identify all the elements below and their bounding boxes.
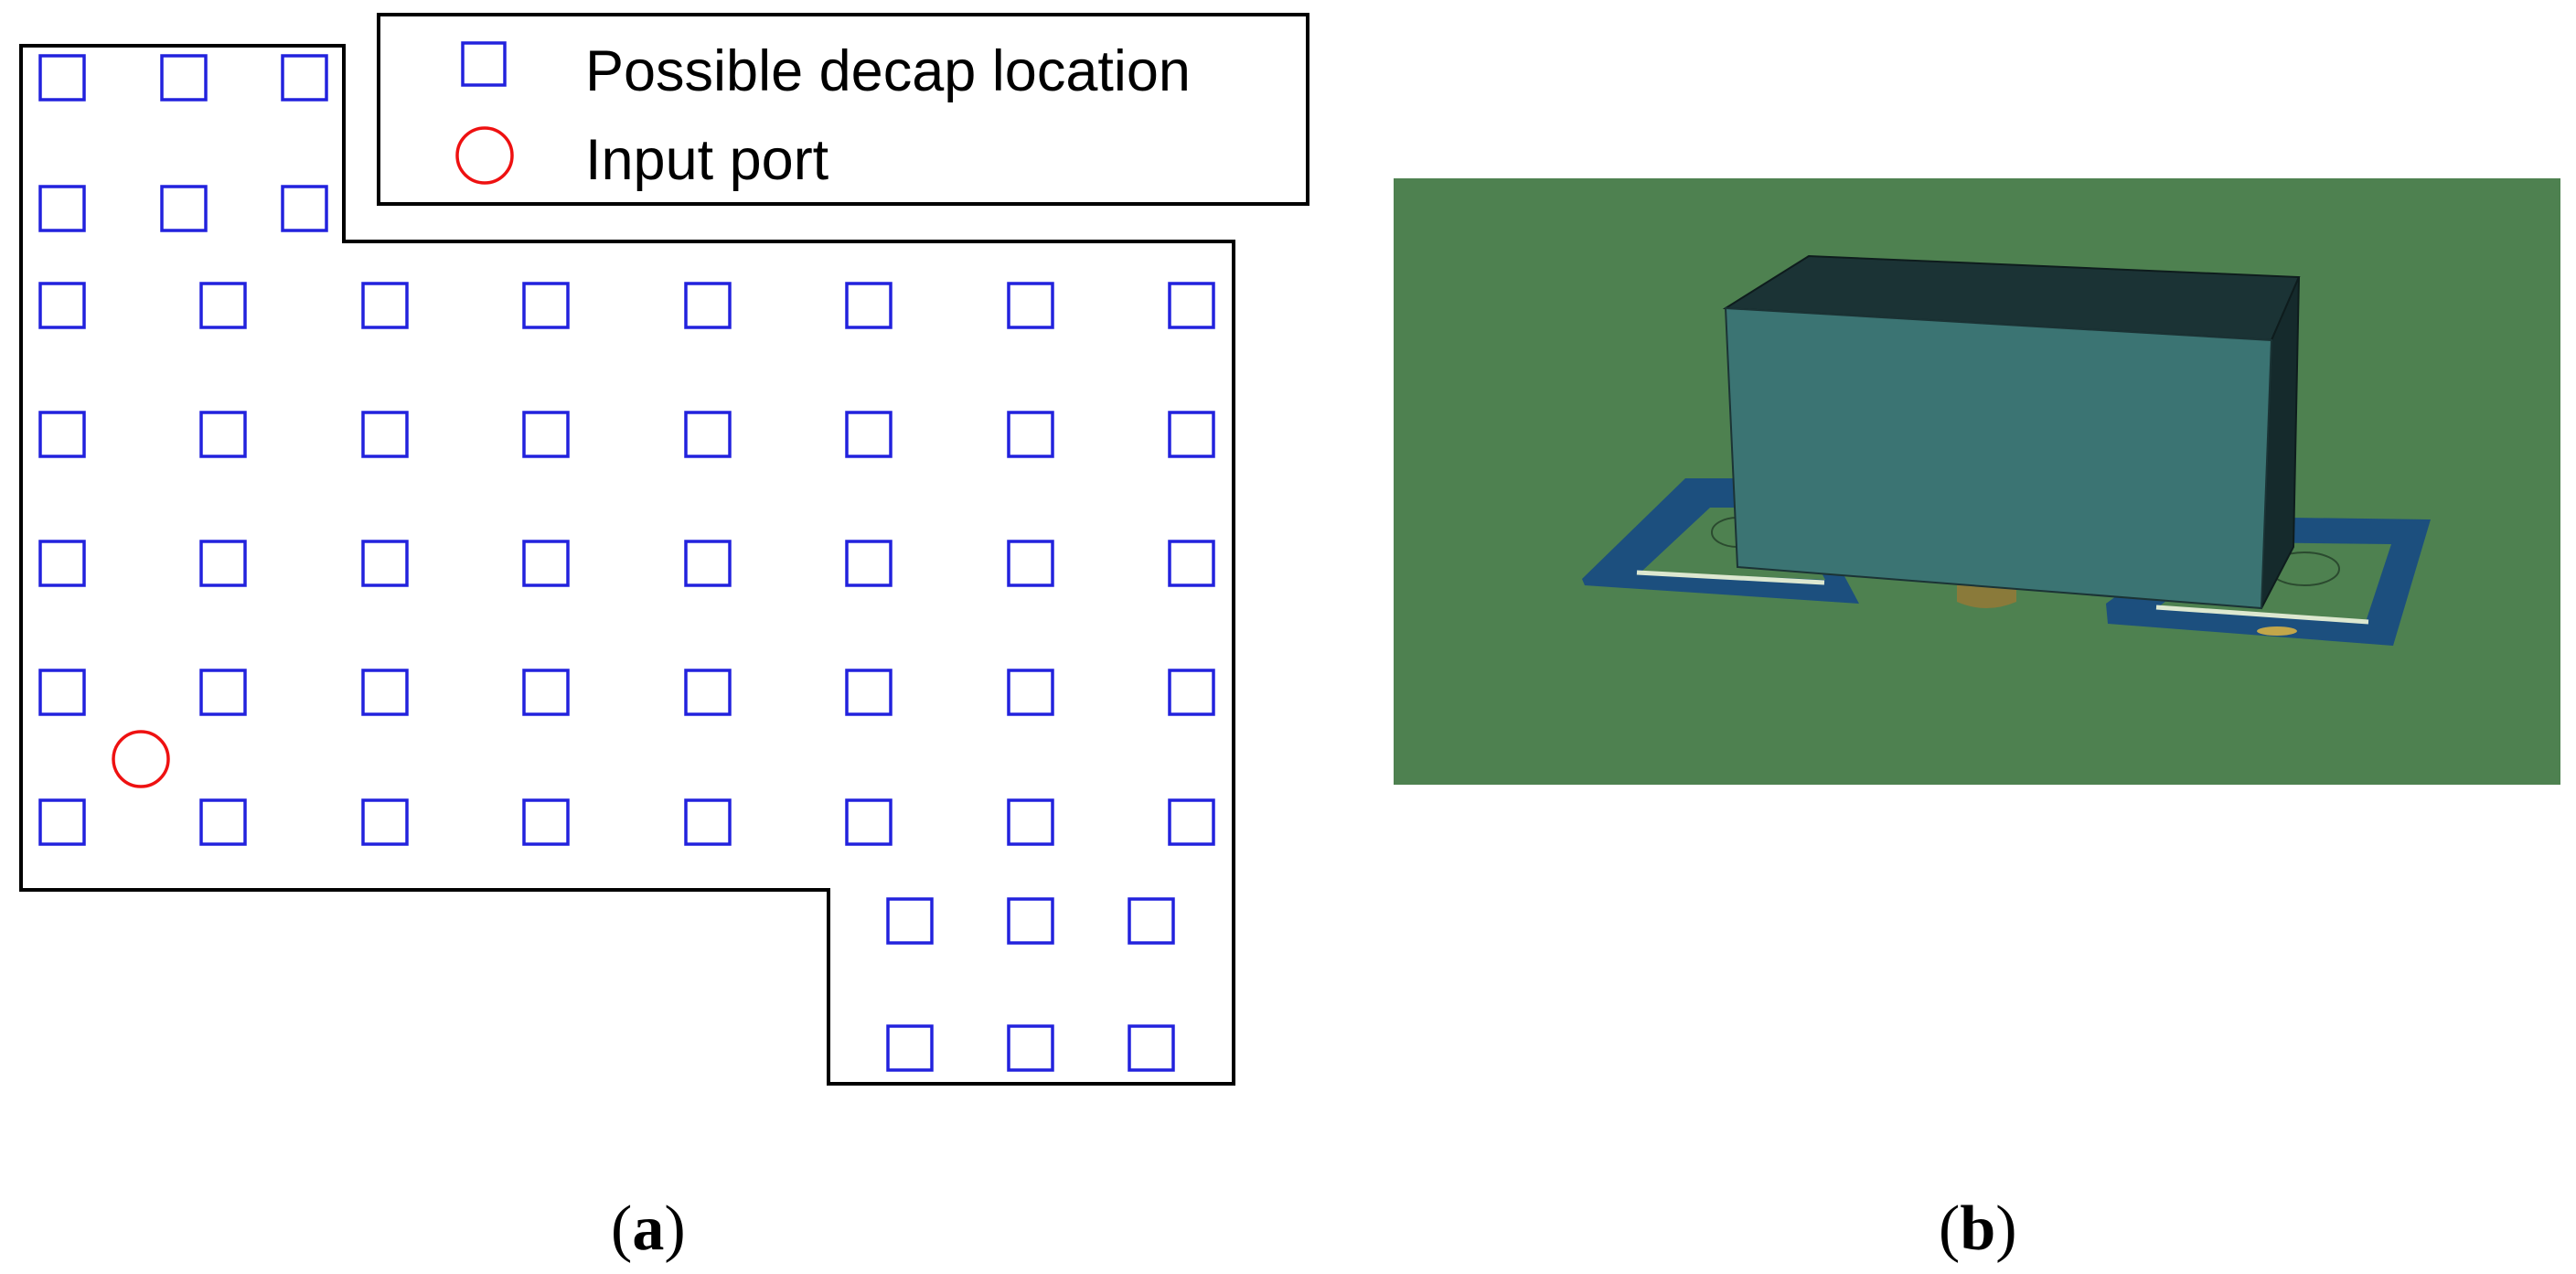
left-pad-trace: [1636, 570, 1825, 585]
decap-location-marker: [1007, 411, 1054, 458]
solder-right: [2257, 626, 2297, 636]
decap-location-marker: [1007, 669, 1054, 716]
decap-location-marker: [684, 798, 732, 846]
caption-b: (b): [1939, 1194, 2017, 1264]
decap-location-marker: [1128, 897, 1175, 945]
decap-location-marker: [522, 540, 570, 587]
decap-location-marker: [1007, 540, 1054, 587]
decap-location-marker: [38, 411, 86, 458]
decap-location-marker: [199, 540, 247, 587]
component-front: [1724, 306, 2273, 610]
decap-location-marker: [199, 282, 247, 329]
decap-location-marker: [684, 669, 732, 716]
decap-location-marker: [886, 897, 934, 945]
decap-location-marker: [1168, 411, 1215, 458]
decap-location-marker: [845, 411, 893, 458]
decap-location-marker: [38, 185, 86, 232]
decap-location-marker: [886, 1024, 934, 1072]
decap-location-marker: [1168, 798, 1215, 846]
input-port-marker: [112, 730, 170, 788]
decap-location-marker: [522, 411, 570, 458]
decap-location-marker: [281, 185, 328, 232]
decap-location-marker: [160, 54, 208, 102]
decap-location-marker: [361, 798, 409, 846]
panel-a: [19, 44, 1235, 1086]
decap-location-marker: [845, 798, 893, 846]
decap-location-marker: [1168, 669, 1215, 716]
decap-location-marker: [160, 185, 208, 232]
board-outline: [19, 44, 1235, 1086]
decap-location-marker: [361, 540, 409, 587]
decap-locations: [38, 54, 1215, 1072]
decap-location-marker: [684, 282, 732, 329]
decap-location-marker: [522, 798, 570, 846]
decap-location-marker: [361, 669, 409, 716]
decap-location-marker: [522, 669, 570, 716]
legend-decap-label: Possible decap location: [585, 39, 1191, 103]
decap-location-marker: [845, 282, 893, 329]
decap-location-marker: [522, 282, 570, 329]
legend-decap-marker: [461, 41, 507, 87]
decap-location-marker: [38, 282, 86, 329]
decap-location-marker: [38, 54, 86, 102]
decap-location-marker: [38, 540, 86, 587]
decap-location-marker: [361, 282, 409, 329]
caption-a: (a): [611, 1194, 686, 1264]
decap-location-marker: [845, 540, 893, 587]
decap-location-marker: [1168, 540, 1215, 587]
decap-location-marker: [684, 540, 732, 587]
decap-location-marker: [1007, 282, 1054, 329]
panel-b: [1394, 178, 2560, 785]
decap-location-marker: [1168, 282, 1215, 329]
decap-location-marker: [1007, 798, 1054, 846]
legend-box: [377, 13, 1309, 206]
decap-location-marker: [1007, 897, 1054, 945]
decap-location-marker: [1128, 1024, 1175, 1072]
decap-location-marker: [38, 798, 86, 846]
decap-location-marker: [199, 669, 247, 716]
decap-location-marker: [199, 798, 247, 846]
legend: Possible decap location Input port: [377, 13, 1309, 206]
decap-location-marker: [845, 669, 893, 716]
decap-location-marker: [1007, 1024, 1054, 1072]
right-pad-trace: [2155, 605, 2369, 625]
decap-location-marker: [199, 411, 247, 458]
decap-location-marker: [684, 411, 732, 458]
decap-location-marker: [38, 669, 86, 716]
legend-port-label: Input port: [585, 128, 829, 192]
solder-center: [1957, 585, 2016, 608]
decap-location-marker: [361, 411, 409, 458]
legend-port-marker: [455, 126, 514, 185]
decap-location-marker: [281, 54, 328, 102]
